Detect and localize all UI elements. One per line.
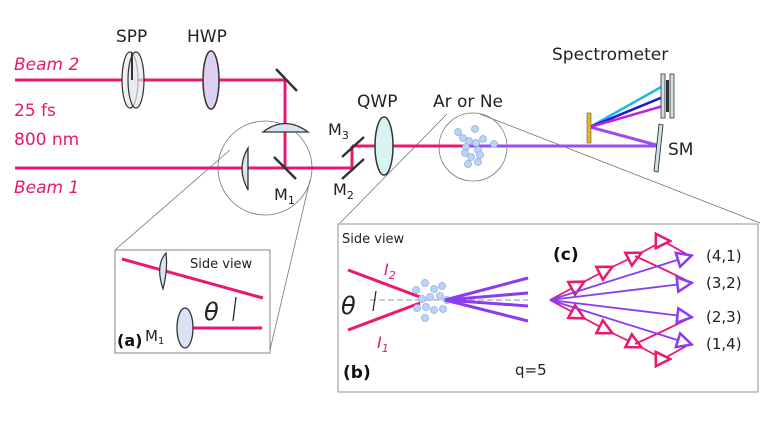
spherical-mirror-sm [653, 123, 664, 173]
photon-diagram [549, 241, 690, 359]
inset-a-label: (a) [117, 331, 142, 350]
inset-b-label: (b) [343, 363, 371, 383]
beam-paths [15, 78, 465, 170]
mirror-m2 [341, 158, 365, 180]
wavelength-label: 800 nm [14, 130, 79, 150]
qwp-label: QWP [357, 92, 397, 112]
channel-label-2: (2,3) [706, 308, 742, 326]
inset-b-title: Side view [342, 232, 405, 247]
hwp-plate [202, 50, 220, 110]
beam-2-label: Beam 2 [14, 55, 79, 75]
spp-plate [121, 51, 145, 109]
inset-a-title: Side view [190, 257, 253, 272]
hwp-label: HWP [187, 27, 227, 47]
inset-a-mirror [176, 307, 194, 349]
spectrometer-optics [586, 73, 675, 173]
mirror-m3 [341, 136, 365, 158]
inset-b-i2: I2 [384, 260, 396, 282]
spp-label: SPP [116, 27, 147, 47]
channel-label-1: (3,2) [706, 274, 742, 292]
mirror-beam2 [275, 68, 298, 92]
inset-b-angle: θ [341, 292, 356, 320]
focusing-lens-1 [261, 122, 310, 133]
m1-label: M1 [274, 185, 295, 207]
beam-1-label: Beam 1 [14, 178, 79, 198]
inset-b-i1: I1 [377, 333, 389, 355]
sm-label: SM [668, 140, 693, 160]
mirror-m1 [273, 156, 297, 180]
inset-a: Side view θ (a) M1 [114, 249, 271, 354]
m3-label: M3 [328, 120, 349, 142]
qwp-plate [374, 116, 394, 176]
gas-label: Ar or Ne [433, 92, 503, 112]
detector [660, 73, 666, 119]
channel-label-3: (1,4) [706, 335, 742, 353]
q-order-label: q=5 [515, 361, 547, 379]
grating [586, 112, 592, 144]
pulse-duration-label: 25 fs [14, 101, 56, 121]
spectrometer-label: Spectrometer [552, 45, 668, 65]
inset-a-angle: θ [204, 298, 219, 326]
gas-atoms [454, 125, 498, 168]
inset-c-label: (c) [553, 245, 579, 265]
focusing-lens-2 [241, 145, 249, 191]
channel-label-0: (4,1) [706, 247, 742, 265]
inset-a-mirror-label: M1 [145, 327, 164, 347]
m2-label: M2 [333, 180, 354, 202]
inset-bc: Side view θ I2 I1 (b) q=5 [337, 223, 759, 393]
